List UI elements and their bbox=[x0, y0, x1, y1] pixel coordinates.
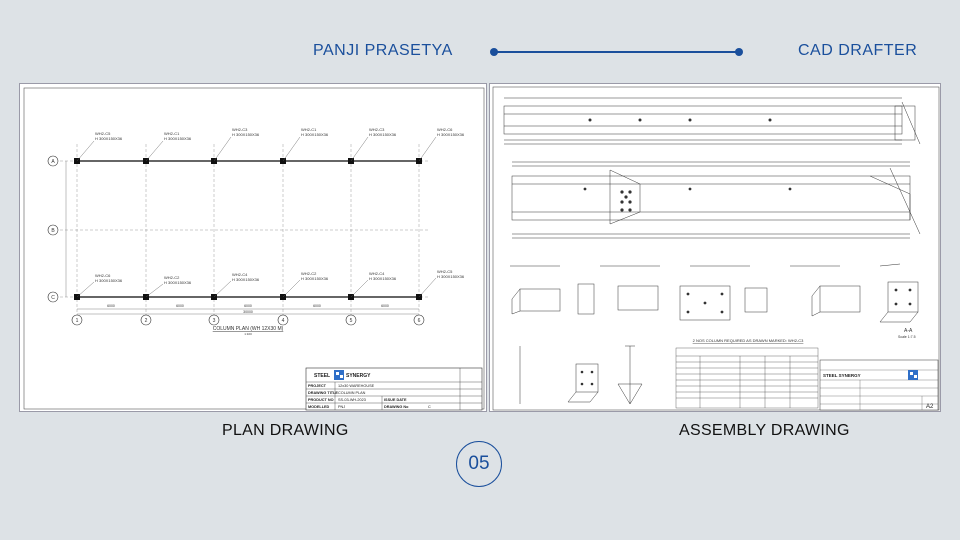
grid-col-2: 2 bbox=[145, 318, 148, 324]
bay-dim-5: 6000 bbox=[381, 304, 389, 308]
assembly-note: 2 NOS COLUMN REQUIRED AS DRAWN MARKED: W… bbox=[693, 338, 805, 343]
bay-dim-1: 6000 bbox=[107, 304, 115, 308]
tb-product-value: SS-03-WH-2023 bbox=[338, 398, 366, 402]
bot-size-3: H 300X150X36 bbox=[232, 277, 260, 282]
tb-modelled-value: PNJ bbox=[338, 405, 345, 409]
section-label: A-A bbox=[904, 328, 913, 334]
bot-mark-1: WH2-C6 bbox=[95, 273, 111, 278]
grid-row-a: A bbox=[51, 159, 55, 165]
bot-size-6: H 300X150X36 bbox=[437, 274, 465, 279]
top-size-6: H 300X150X36 bbox=[437, 132, 465, 137]
top-size-2: H 300X150X36 bbox=[164, 136, 192, 141]
tb-drawing-no-label: DRAWING No bbox=[384, 405, 409, 409]
bay-dim-3: 6000 bbox=[244, 304, 252, 308]
tb-drawing-no-value: C bbox=[428, 405, 431, 409]
top-size-3: H 300X150X36 bbox=[232, 132, 260, 137]
page-number: 05 bbox=[468, 453, 490, 474]
bay-dim-2: 6000 bbox=[176, 304, 184, 308]
grid-row-c: C bbox=[51, 295, 55, 301]
assembly-drawing-svg: A-A Scale 1:7.5 2 NOS COLUMN REQUIRED AS… bbox=[492, 86, 940, 411]
header-divider-line bbox=[490, 48, 743, 56]
section-scale: Scale 1:7.5 bbox=[898, 335, 916, 339]
bot-mark-3: WH2-C4 bbox=[232, 272, 248, 277]
tb-issue-label: ISSUE DATE bbox=[384, 398, 407, 402]
tb-product-label: PRODUCT NO bbox=[308, 398, 334, 402]
top-mark-5: WH2-C3 bbox=[369, 127, 385, 132]
plan-drawing-panel: A B C 1 2 3 4 5 6 6000 6000 6000 6000 60… bbox=[19, 83, 487, 412]
grid-col-4: 4 bbox=[282, 318, 285, 324]
top-size-5: H 300X150X36 bbox=[369, 132, 397, 137]
sheet-size: A2 bbox=[926, 404, 934, 410]
grid-col-6: 6 bbox=[418, 318, 421, 324]
bay-dim-4: 6000 bbox=[313, 304, 321, 308]
tb-title-value: COLUMN PLAN bbox=[338, 391, 366, 395]
assembly-company-name: STEEL SYNERGY bbox=[823, 373, 861, 378]
bot-mark-2: WH2-C2 bbox=[164, 275, 180, 280]
grid-col-3: 3 bbox=[213, 318, 216, 324]
bot-size-4: H 300X150X36 bbox=[301, 276, 329, 281]
assembly-drawing-caption: ASSEMBLY DRAWING bbox=[679, 422, 850, 439]
grid-row-b: B bbox=[51, 228, 55, 234]
bot-size-2: H 300X150X36 bbox=[164, 280, 192, 285]
top-mark-4: WH2-C1 bbox=[301, 127, 317, 132]
top-mark-2: WH2-C1 bbox=[164, 131, 180, 136]
tb-project-label: PROJECT bbox=[308, 384, 327, 388]
plan-drawing-caption: PLAN DRAWING bbox=[222, 422, 349, 439]
top-mark-1: WH2-C5 bbox=[95, 131, 111, 136]
company-name-b: SYNERGY bbox=[346, 373, 371, 379]
top-size-1: H 300X150X36 bbox=[95, 136, 123, 141]
bot-mark-6: WH2-C5 bbox=[437, 269, 453, 274]
total-dim: 30000 bbox=[243, 310, 253, 314]
top-size-4: H 300X150X36 bbox=[301, 132, 329, 137]
tb-title-label: DRAWING TITLE bbox=[308, 391, 338, 395]
tb-project-value: 12x30 WAREHOUSE bbox=[338, 384, 375, 388]
bot-mark-5: WH2-C4 bbox=[369, 271, 385, 276]
assembly-drawing-panel: A-A Scale 1:7.5 2 NOS COLUMN REQUIRED AS… bbox=[489, 83, 941, 412]
tb-modelled-label: MODELLED bbox=[308, 405, 330, 409]
page-number-badge: 05 bbox=[456, 441, 502, 487]
header-name: PANJI PRASETYA bbox=[313, 42, 453, 59]
assembly-title-block: STEEL SYNERGY A2 bbox=[819, 359, 939, 411]
bot-size-5: H 300X150X36 bbox=[369, 276, 397, 281]
grid-col-5: 5 bbox=[350, 318, 353, 324]
title-block: STEEL SYNERGY PROJECT 12x30 WAREHOUSE DR… bbox=[305, 367, 483, 411]
plan-drawing-title: COLUMN PLAN (WH 12X30 M) bbox=[213, 326, 284, 332]
plan-scale: 1:100 bbox=[244, 332, 252, 336]
top-mark-6: WH2-C6 bbox=[437, 127, 453, 132]
bot-mark-4: WH2-C2 bbox=[301, 271, 317, 276]
plan-drawing-svg: A B C 1 2 3 4 5 6 6000 6000 6000 6000 60… bbox=[23, 87, 485, 411]
header-role: CAD DRAFTER bbox=[798, 42, 918, 59]
grid-col-1: 1 bbox=[76, 318, 79, 324]
company-name-a: STEEL bbox=[314, 373, 330, 379]
bot-size-1: H 300X150X36 bbox=[95, 278, 123, 283]
top-mark-3: WH2-C3 bbox=[232, 127, 248, 132]
